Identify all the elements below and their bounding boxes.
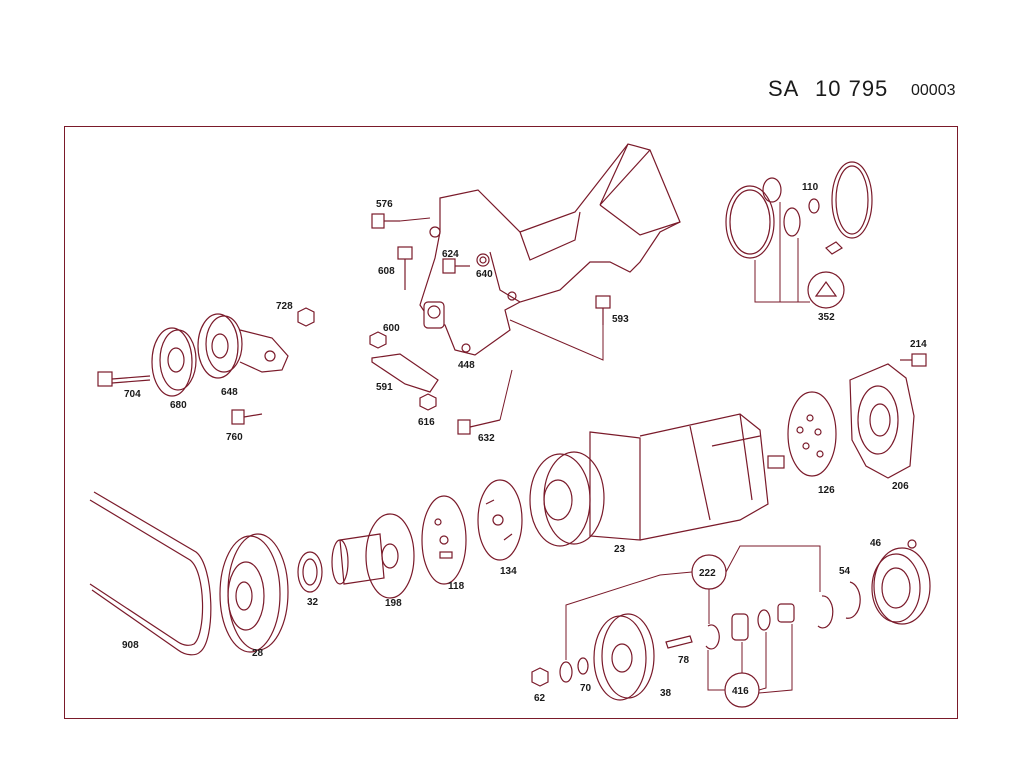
- washer-70: [559, 657, 589, 683]
- idler-648: [197, 313, 289, 379]
- nut-600: [369, 331, 387, 349]
- seal-ring-set: [725, 161, 873, 309]
- bolt-704: [97, 371, 151, 387]
- label-608: 608: [378, 266, 395, 277]
- label-198: 198: [385, 598, 402, 609]
- nut-728: [297, 307, 315, 327]
- label-640: 640: [476, 269, 493, 280]
- bearing-parts-416: [705, 603, 795, 650]
- label-352: 352: [818, 312, 835, 323]
- label-23: 23: [614, 544, 626, 555]
- label-680: 680: [170, 400, 187, 411]
- valve-plate-126: [787, 391, 837, 477]
- label-593: 593: [612, 314, 629, 325]
- label-78: 78: [678, 655, 690, 666]
- label-600: 600: [383, 323, 400, 334]
- bolt-608: [397, 246, 413, 290]
- cylinder-head-206: [849, 363, 915, 479]
- label-222: 222: [699, 568, 716, 579]
- bolt-214: [900, 353, 927, 367]
- bolt-760: [231, 409, 263, 425]
- label-632: 632: [478, 433, 495, 444]
- label-126: 126: [818, 485, 835, 496]
- hub-198: [331, 513, 415, 599]
- snap-ring-222b: [817, 595, 834, 629]
- drawing-prefix: SA: [768, 76, 800, 101]
- drawing-frame: [64, 126, 958, 719]
- label-908: 908: [122, 640, 139, 651]
- pulley-28: [219, 533, 289, 653]
- spacer-sleeve: [423, 301, 445, 329]
- key-78: [665, 635, 693, 649]
- label-46: 46: [870, 538, 882, 549]
- label-28: 28: [252, 648, 264, 659]
- callout-416: [707, 624, 793, 708]
- label-110: 110: [802, 182, 819, 193]
- bushing-640: [476, 253, 490, 267]
- compressor-23: [529, 413, 785, 547]
- bolt-632: [457, 369, 513, 435]
- plate-591: [371, 353, 439, 393]
- belt-908: [89, 491, 212, 656]
- label-648: 648: [221, 387, 238, 398]
- clutch-38: [593, 613, 655, 701]
- ring-32: [297, 551, 323, 593]
- label-214: 214: [910, 339, 927, 350]
- snap-ring-54: [845, 581, 861, 619]
- label-624: 624: [442, 249, 459, 260]
- label-118: 118: [448, 581, 465, 592]
- drawing-number: 10 795: [815, 76, 889, 101]
- label-704: 704: [124, 389, 141, 400]
- label-38: 38: [660, 688, 672, 699]
- pulley-680: [151, 327, 197, 397]
- label-760: 760: [226, 432, 243, 443]
- bolt-624: [442, 258, 470, 274]
- label-576: 576: [376, 199, 393, 210]
- plate-134: [477, 479, 523, 561]
- callout-222: [565, 545, 821, 660]
- nut-616: [419, 393, 437, 411]
- label-70: 70: [580, 683, 592, 694]
- label-54: 54: [839, 566, 851, 577]
- label-32: 32: [307, 597, 319, 608]
- label-206: 206: [892, 481, 909, 492]
- bolt-593: [509, 295, 611, 361]
- mounting-bracket: [419, 143, 681, 356]
- drawing-header: SA 10 795 00003: [0, 74, 1024, 108]
- label-134: 134: [500, 566, 517, 577]
- drawing-code: 00003: [911, 82, 956, 99]
- label-616: 616: [418, 417, 435, 428]
- label-416: 416: [732, 686, 749, 697]
- label-62: 62: [534, 693, 546, 704]
- label-591: 591: [376, 382, 393, 393]
- bolt-576: [371, 213, 431, 229]
- label-448: 448: [458, 360, 475, 371]
- nut-62: [531, 667, 549, 687]
- label-728: 728: [276, 301, 293, 312]
- plate-118: [421, 495, 467, 585]
- bearing-46: [871, 539, 931, 625]
